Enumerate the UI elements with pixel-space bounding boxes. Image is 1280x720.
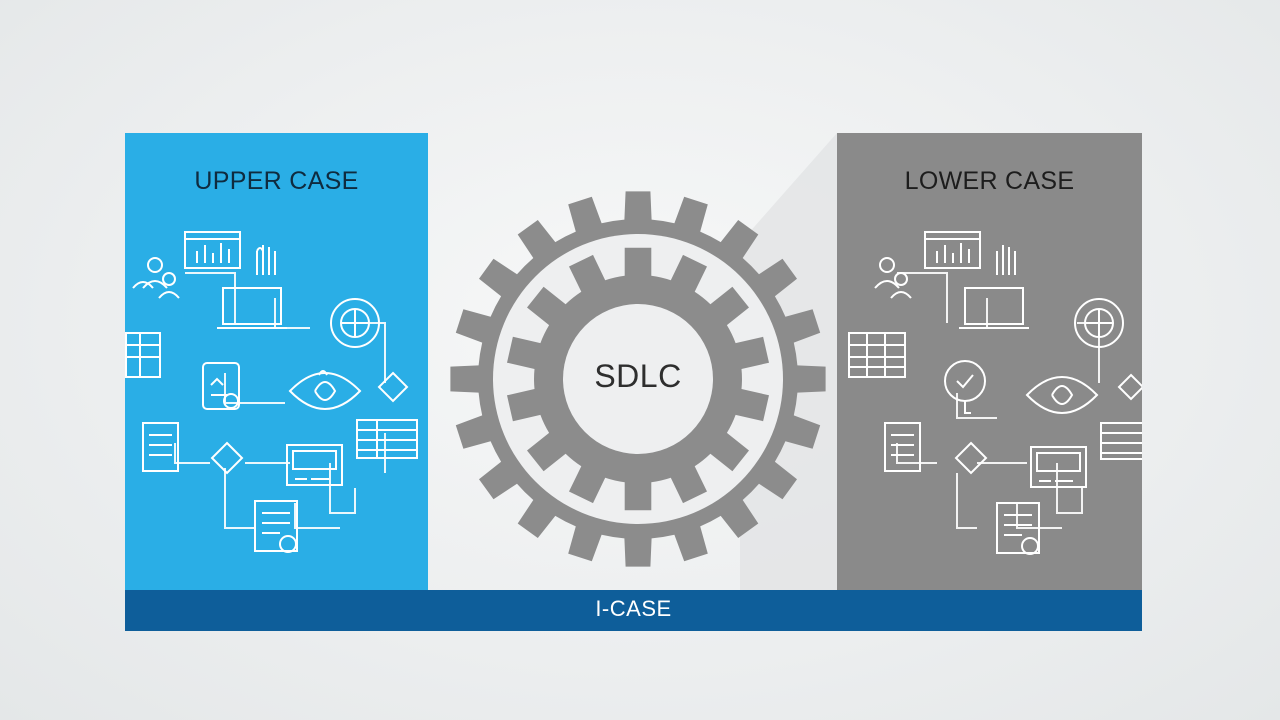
document-icon	[142, 422, 179, 472]
spreadsheet-icon	[356, 419, 418, 459]
upper-case-panel: UPPER CASE	[125, 133, 428, 590]
lower-case-title: LOWER CASE	[904, 167, 1075, 195]
dashboard-icon	[286, 444, 343, 486]
table-icon	[848, 332, 906, 378]
upper-case-icon-network	[125, 231, 418, 553]
lower-case-panel: LOWER CASE	[837, 133, 1142, 590]
i-case-bar: I-CASE	[125, 590, 1142, 631]
sdlc-label: SDLC	[594, 358, 682, 394]
globe-icon	[330, 298, 380, 348]
decision-icon	[954, 441, 988, 475]
mobile-app-icon	[202, 362, 240, 410]
eye-icon	[288, 370, 362, 410]
decision-icon	[210, 441, 244, 475]
clock-icon	[944, 360, 986, 414]
i-case-label: I-CASE	[595, 596, 672, 621]
globe-icon	[1074, 298, 1124, 348]
spreadsheet-icon	[1100, 422, 1142, 460]
table-icon	[125, 332, 161, 378]
hand-icon	[996, 245, 1016, 275]
dashboard-icon	[1030, 446, 1087, 488]
document-icon	[884, 422, 921, 472]
hand-icon	[256, 245, 276, 275]
diamond-decision-icon	[1117, 373, 1142, 401]
inner-gear-hole	[563, 304, 713, 454]
laptop-icon	[217, 287, 287, 329]
lower-case-icon-network	[848, 231, 1142, 555]
bar-chart-window-icon	[184, 231, 241, 269]
sdlc-gear-icon	[450, 191, 826, 567]
laptop-icon	[959, 287, 1029, 329]
users-icon	[132, 257, 180, 299]
form-icon	[996, 502, 1040, 555]
bar-chart-window-icon	[924, 231, 981, 269]
form-icon	[254, 500, 298, 553]
users-icon	[874, 257, 912, 299]
diamond-decision-icon	[377, 371, 409, 403]
eye-icon	[1025, 376, 1099, 414]
upper-case-title: UPPER CASE	[194, 167, 359, 195]
